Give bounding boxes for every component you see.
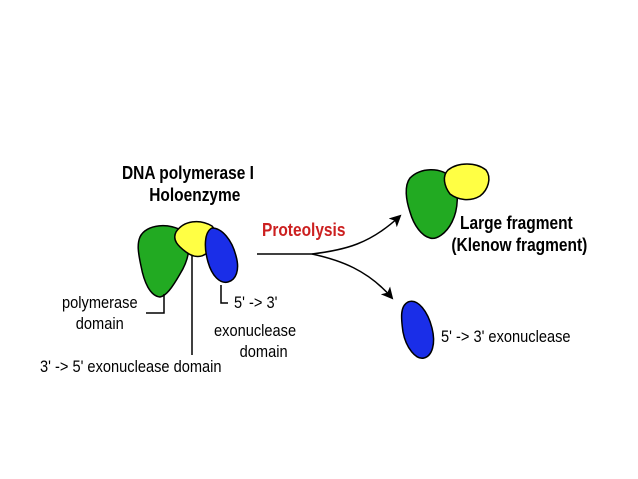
- holoenzyme-title-line2: Holoenzyme: [149, 185, 241, 205]
- exo53-domain-shape: [204, 227, 239, 284]
- exonuclease-fragment-label: 5' -> 3' exonuclease: [441, 327, 571, 346]
- large-fragment-label-line1: Large fragment: [460, 213, 573, 233]
- large-fragment-exo35-shape: [443, 163, 490, 201]
- holoenzyme-title: DNA polymerase I Holoenzyme: [122, 162, 254, 206]
- polymerase-leader-line: [146, 294, 165, 314]
- proteolysis-label: Proteolysis: [262, 220, 346, 240]
- large-fragment-label: Large fragment (Klenow fragment): [451, 212, 587, 256]
- polymerase-domain-label: polymerase domain: [62, 292, 138, 334]
- exonuclease-fragment-shape: [400, 300, 435, 359]
- holoenzyme-title-line1: DNA polymerase I: [122, 163, 254, 183]
- exo53-leader-line: [220, 285, 228, 304]
- exo35-domain-label: 3' -> 5' exonuclease domain: [40, 357, 222, 376]
- holoenzyme-shape: [137, 220, 239, 298]
- exo53-domain-label-line3: domain: [239, 342, 288, 361]
- polymerase-domain-label-line1: polymerase: [62, 293, 138, 312]
- exo53-domain-label-line1: 5' -> 3': [234, 293, 278, 312]
- arrow-to-exonuclease: [311, 253, 394, 300]
- exo53-domain-label-line2: exonuclease: [214, 321, 297, 340]
- polymerase-domain-label-line2: domain: [75, 314, 124, 333]
- arrow-to-large-fragment: [311, 214, 402, 255]
- large-fragment-label-line2: (Klenow fragment): [451, 235, 588, 255]
- exo53-domain-label: exonuclease domain: [214, 320, 296, 362]
- large-fragment-shape: [405, 163, 490, 240]
